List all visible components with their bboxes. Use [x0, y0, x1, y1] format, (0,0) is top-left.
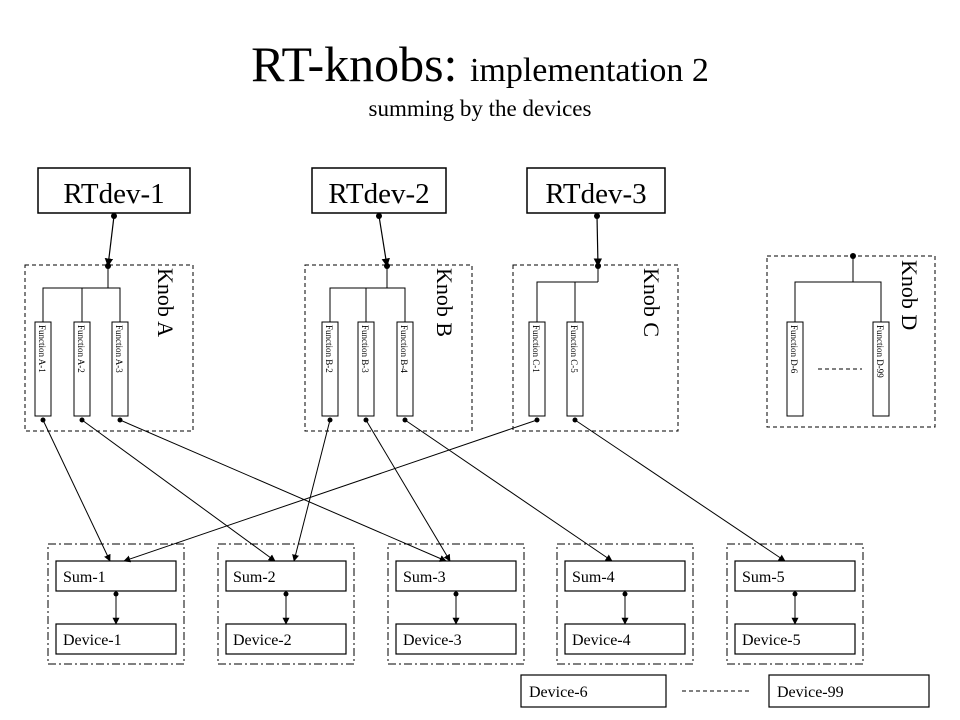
group-3: Sum-3 Device-3 [387, 543, 525, 665]
rtdev-1-label: RTdev-1 [63, 178, 164, 210]
function-b-2: Function B-2 [324, 325, 334, 373]
page-subtitle: summing by the devices [368, 96, 592, 121]
device-1: Device-1 [63, 632, 122, 649]
sum-5: Sum-5 [742, 569, 785, 586]
device-6-box: Device-6 [520, 674, 667, 708]
link-c5-sum5 [574, 419, 786, 562]
function-c-1: Function C-1 [531, 325, 541, 373]
function-a-2: Function A-2 [76, 325, 86, 373]
sum-4: Sum-4 [572, 569, 615, 586]
page-title: RT-knobs: implementation 2 [0, 36, 960, 99]
group-5: Sum-5 Device-5 [726, 543, 864, 665]
rtdev-2-label: RTdev-2 [328, 178, 429, 210]
group-4: Sum-4 Device-4 [556, 543, 694, 665]
knob-b-label: Knob B [432, 268, 457, 337]
function-c-5: Function C-5 [569, 325, 579, 373]
knob-c: Knob C Function C-1 Function C-5 [512, 213, 679, 432]
title-main: RT-knobs: [251, 36, 458, 92]
sum-1: Sum-1 [63, 569, 106, 586]
connection-dots [40, 417, 578, 423]
device-6: Device-6 [529, 684, 588, 701]
knob-a-label: Knob A [153, 268, 178, 337]
function-b-4: Function B-4 [399, 325, 409, 373]
function-a-3: Function A-3 [114, 325, 124, 373]
device-4: Device-4 [572, 632, 631, 649]
device-99-box: Device-99 [768, 674, 930, 708]
link-b3-sum3 [365, 419, 451, 562]
device-2: Device-2 [233, 632, 292, 649]
rtdev-2: RTdev-2 [311, 167, 447, 214]
group-1: Sum-1 Device-1 [47, 543, 185, 665]
link-c1-sum1 [123, 419, 538, 563]
function-d-99: Function D-99 [875, 325, 885, 378]
link-b2-sum2 [292, 419, 331, 562]
device-3: Device-3 [403, 632, 462, 649]
function-b-3: Function B-3 [360, 325, 370, 373]
connections [42, 419, 786, 563]
link-a2-sum2 [81, 419, 276, 562]
sum-2: Sum-2 [233, 569, 276, 586]
knob-c-label: Knob C [639, 268, 664, 337]
device-99: Device-99 [777, 684, 844, 701]
knob-d: Knob D Function D-6 Function D-99 [766, 253, 936, 428]
knob-b: Knob B Function B-2 Function B-3 Functio… [304, 213, 473, 432]
sum-3: Sum-3 [403, 569, 446, 586]
rtdev-3: RTdev-3 [526, 167, 666, 214]
link-a1-sum1 [42, 419, 111, 562]
rtdev-1: RTdev-1 [37, 167, 191, 214]
link-a3-sum3 [119, 419, 447, 562]
knob-d-label: Knob D [897, 260, 922, 330]
knob-a: Knob A Function A-1 Function A-2 Functio… [24, 213, 194, 432]
title-implementation: implementation 2 [469, 52, 709, 89]
function-d-6: Function D-6 [789, 325, 799, 374]
link-b4-sum4 [404, 419, 613, 562]
device-5: Device-5 [742, 632, 801, 649]
rtdev-3-label: RTdev-3 [545, 178, 646, 210]
function-a-1: Function A-1 [37, 325, 47, 373]
group-2: Sum-2 Device-2 [217, 543, 355, 665]
